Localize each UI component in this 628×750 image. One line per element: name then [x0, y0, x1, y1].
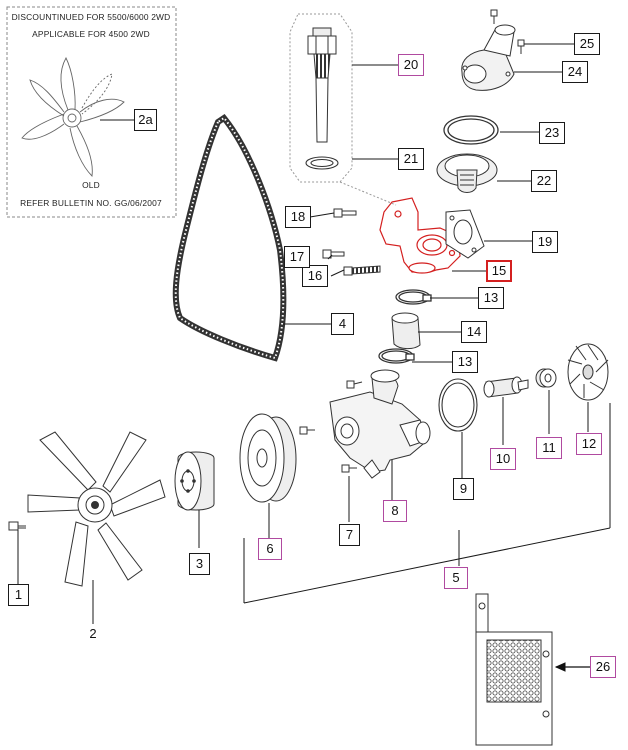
pump-gasket-icon	[438, 378, 478, 432]
hose-clamp-lower-icon	[378, 348, 415, 364]
hose-clamp-upper-icon	[395, 289, 432, 305]
thermostat-housing-icon	[379, 197, 461, 274]
callout-10[interactable]: 10	[490, 448, 516, 470]
pump-seal-icon	[535, 368, 557, 388]
callout-3[interactable]: 3	[189, 553, 210, 575]
note-line-bulletin: REFER BULLETIN NO. GG/06/2007	[20, 198, 162, 208]
callout-17[interactable]: 17	[284, 246, 310, 268]
callout-12[interactable]: 12	[576, 433, 602, 455]
callout-14[interactable]: 14	[461, 321, 487, 343]
callout-2a[interactable]: 2a	[134, 109, 157, 131]
note-line-discontinued: DISCOUNTINUED FOR 5500/6000 2WD	[11, 12, 171, 22]
bypass-hose-icon	[391, 312, 421, 350]
pump-bolts-icon	[299, 380, 363, 473]
callout-7[interactable]: 7	[339, 524, 360, 546]
impeller-icon	[567, 343, 609, 401]
strainer-icon	[475, 593, 553, 746]
outlet-cover-icon	[461, 24, 516, 91]
temperature-sensor-icon	[307, 27, 337, 143]
outlet-bolts-icon	[490, 9, 525, 54]
note-line-old: OLD	[82, 180, 100, 190]
callout-4[interactable]: 4	[331, 313, 354, 335]
sensor-group-frame	[289, 13, 397, 206]
callout-16[interactable]: 16	[302, 265, 328, 287]
old-fan-note-frame	[6, 6, 177, 218]
callout-13-lower[interactable]: 13	[452, 351, 478, 373]
callout-8[interactable]: 8	[383, 500, 407, 522]
leader-lines	[17, 43, 611, 624]
callout-21[interactable]: 21	[398, 148, 424, 170]
shaft-bearing-icon	[483, 376, 529, 398]
note-line-applicable: APPLICABLE FOR 4500 2WD	[32, 29, 150, 39]
callout-9[interactable]: 9	[453, 478, 474, 500]
bolt-16-icon	[343, 265, 381, 276]
callout-19[interactable]: 19	[532, 231, 558, 253]
housing-gasket-icon	[445, 209, 485, 259]
callout-20[interactable]: 20	[398, 54, 424, 76]
v-belt-icon	[172, 113, 287, 362]
pulley-icon	[239, 413, 297, 503]
callout-24[interactable]: 24	[562, 61, 588, 83]
callout-15[interactable]: 15	[486, 260, 512, 282]
callout-1[interactable]: 1	[8, 584, 29, 606]
callout-25[interactable]: 25	[574, 33, 600, 55]
fan-bolt-icon	[8, 521, 26, 531]
callout-11[interactable]: 11	[536, 437, 562, 459]
old-fan-icon	[21, 57, 125, 177]
bolt-18-icon	[333, 208, 357, 218]
callout-22[interactable]: 22	[531, 170, 557, 192]
callout-2[interactable]: 2	[89, 626, 97, 641]
callout-18[interactable]: 18	[285, 206, 311, 228]
pulley-hub-icon	[174, 451, 215, 511]
callout-6[interactable]: 6	[258, 538, 282, 560]
callout-23[interactable]: 23	[539, 122, 565, 144]
water-pump-body-icon	[329, 369, 431, 479]
fan-icon	[27, 431, 166, 587]
thermostat-icon	[436, 153, 498, 193]
bolt-17-icon	[322, 249, 345, 259]
sensor-washer-icon	[305, 156, 339, 170]
callout-5[interactable]: 5	[444, 567, 468, 589]
callout-13-upper[interactable]: 13	[478, 287, 504, 309]
thermostat-o-ring-icon	[443, 115, 499, 145]
callout-26[interactable]: 26	[590, 656, 616, 678]
